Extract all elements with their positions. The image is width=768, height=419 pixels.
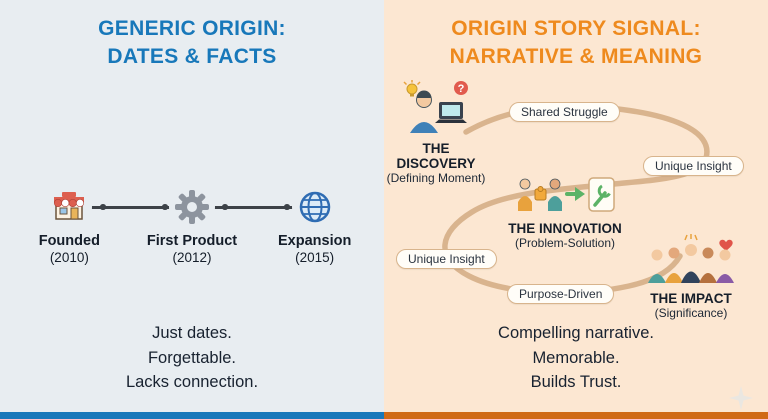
left-summary-text: Just dates. Forgettable. Lacks connectio… bbox=[0, 321, 384, 395]
timeline-dot bbox=[162, 204, 168, 210]
origin-story-panel: ORIGIN STORY SIGNAL: NARRATIVE & MEANING bbox=[384, 0, 768, 419]
stage-name: THE DISCOVERY bbox=[396, 141, 476, 171]
stage-subtitle: (Defining Moment) bbox=[386, 171, 486, 185]
timeline-dot bbox=[100, 204, 106, 210]
narrative-journey: ? THE DISCOVERY (Defining Moment) bbox=[384, 80, 768, 330]
summary-line: Memorable. bbox=[532, 348, 620, 367]
milestone-label: Founded bbox=[38, 233, 100, 249]
milestone-year: (2015) bbox=[295, 250, 335, 265]
storefront-icon bbox=[46, 184, 93, 230]
summary-line: Builds Trust. bbox=[530, 373, 622, 392]
stage-subtitle: (Problem-Solution) bbox=[514, 236, 616, 250]
right-title-line2: NARRATIVE & MEANING bbox=[449, 44, 703, 68]
stage-innovation: THE INNOVATION (Problem-Solution) bbox=[505, 176, 625, 250]
summary-line: Compelling narrative. bbox=[498, 323, 654, 342]
pill-shared-struggle: Shared Struggle bbox=[509, 102, 620, 122]
milestone-founded: Founded (2010) bbox=[8, 184, 131, 280]
impact-community-icon bbox=[630, 234, 752, 289]
milestone-list: Founded (2010) bbox=[0, 184, 384, 280]
right-accent-bar bbox=[384, 412, 768, 419]
discovery-person-laptop-icon: ? bbox=[384, 80, 488, 139]
stage-name: THE IMPACT bbox=[650, 291, 732, 306]
timeline-dot bbox=[222, 204, 228, 210]
globe-icon bbox=[291, 184, 338, 230]
pill-unique-insight-right: Unique Insight bbox=[643, 156, 744, 176]
left-panel-title: GENERIC ORIGIN: DATES & FACTS bbox=[0, 15, 384, 70]
sparkle-watermark-icon bbox=[728, 385, 754, 416]
svg-text:?: ? bbox=[458, 83, 465, 95]
summary-line: Lacks connection. bbox=[125, 373, 259, 392]
milestone-label: Expansion bbox=[278, 233, 352, 249]
milestone-label: First Product bbox=[146, 233, 238, 249]
stage-subtitle: (Significance) bbox=[654, 306, 728, 320]
stage-discovery: ? THE DISCOVERY (Defining Moment) bbox=[384, 80, 488, 185]
milestone-year: (2010) bbox=[49, 250, 89, 265]
gear-icon bbox=[169, 184, 215, 230]
summary-line: Just dates. bbox=[152, 323, 232, 342]
milestone-first-product: First Product (2012) bbox=[131, 184, 254, 280]
left-accent-bar bbox=[0, 412, 384, 419]
milestone-expansion: Expansion (2015) bbox=[253, 184, 376, 280]
pill-unique-insight-left: Unique Insight bbox=[396, 249, 497, 269]
milestone-year: (2012) bbox=[172, 250, 212, 265]
left-title-line1: GENERIC ORIGIN: bbox=[98, 17, 286, 40]
innovation-collaboration-icon bbox=[505, 176, 625, 219]
generic-origin-panel: GENERIC ORIGIN: DATES & FACTS bbox=[0, 0, 384, 419]
right-summary-text: Compelling narrative. Memorable. Builds … bbox=[384, 321, 768, 395]
dates-timeline: Founded (2010) bbox=[0, 184, 384, 280]
pill-purpose-driven: Purpose-Driven bbox=[507, 284, 615, 304]
stage-impact: THE IMPACT (Significance) bbox=[630, 234, 752, 320]
stage-name: THE INNOVATION bbox=[508, 221, 622, 236]
timeline-dot bbox=[284, 204, 290, 210]
right-title-line1: ORIGIN STORY SIGNAL: bbox=[451, 17, 701, 40]
right-panel-title: ORIGIN STORY SIGNAL: NARRATIVE & MEANING bbox=[384, 15, 768, 70]
summary-line: Forgettable. bbox=[147, 348, 237, 367]
left-title-line2: DATES & FACTS bbox=[107, 44, 277, 68]
